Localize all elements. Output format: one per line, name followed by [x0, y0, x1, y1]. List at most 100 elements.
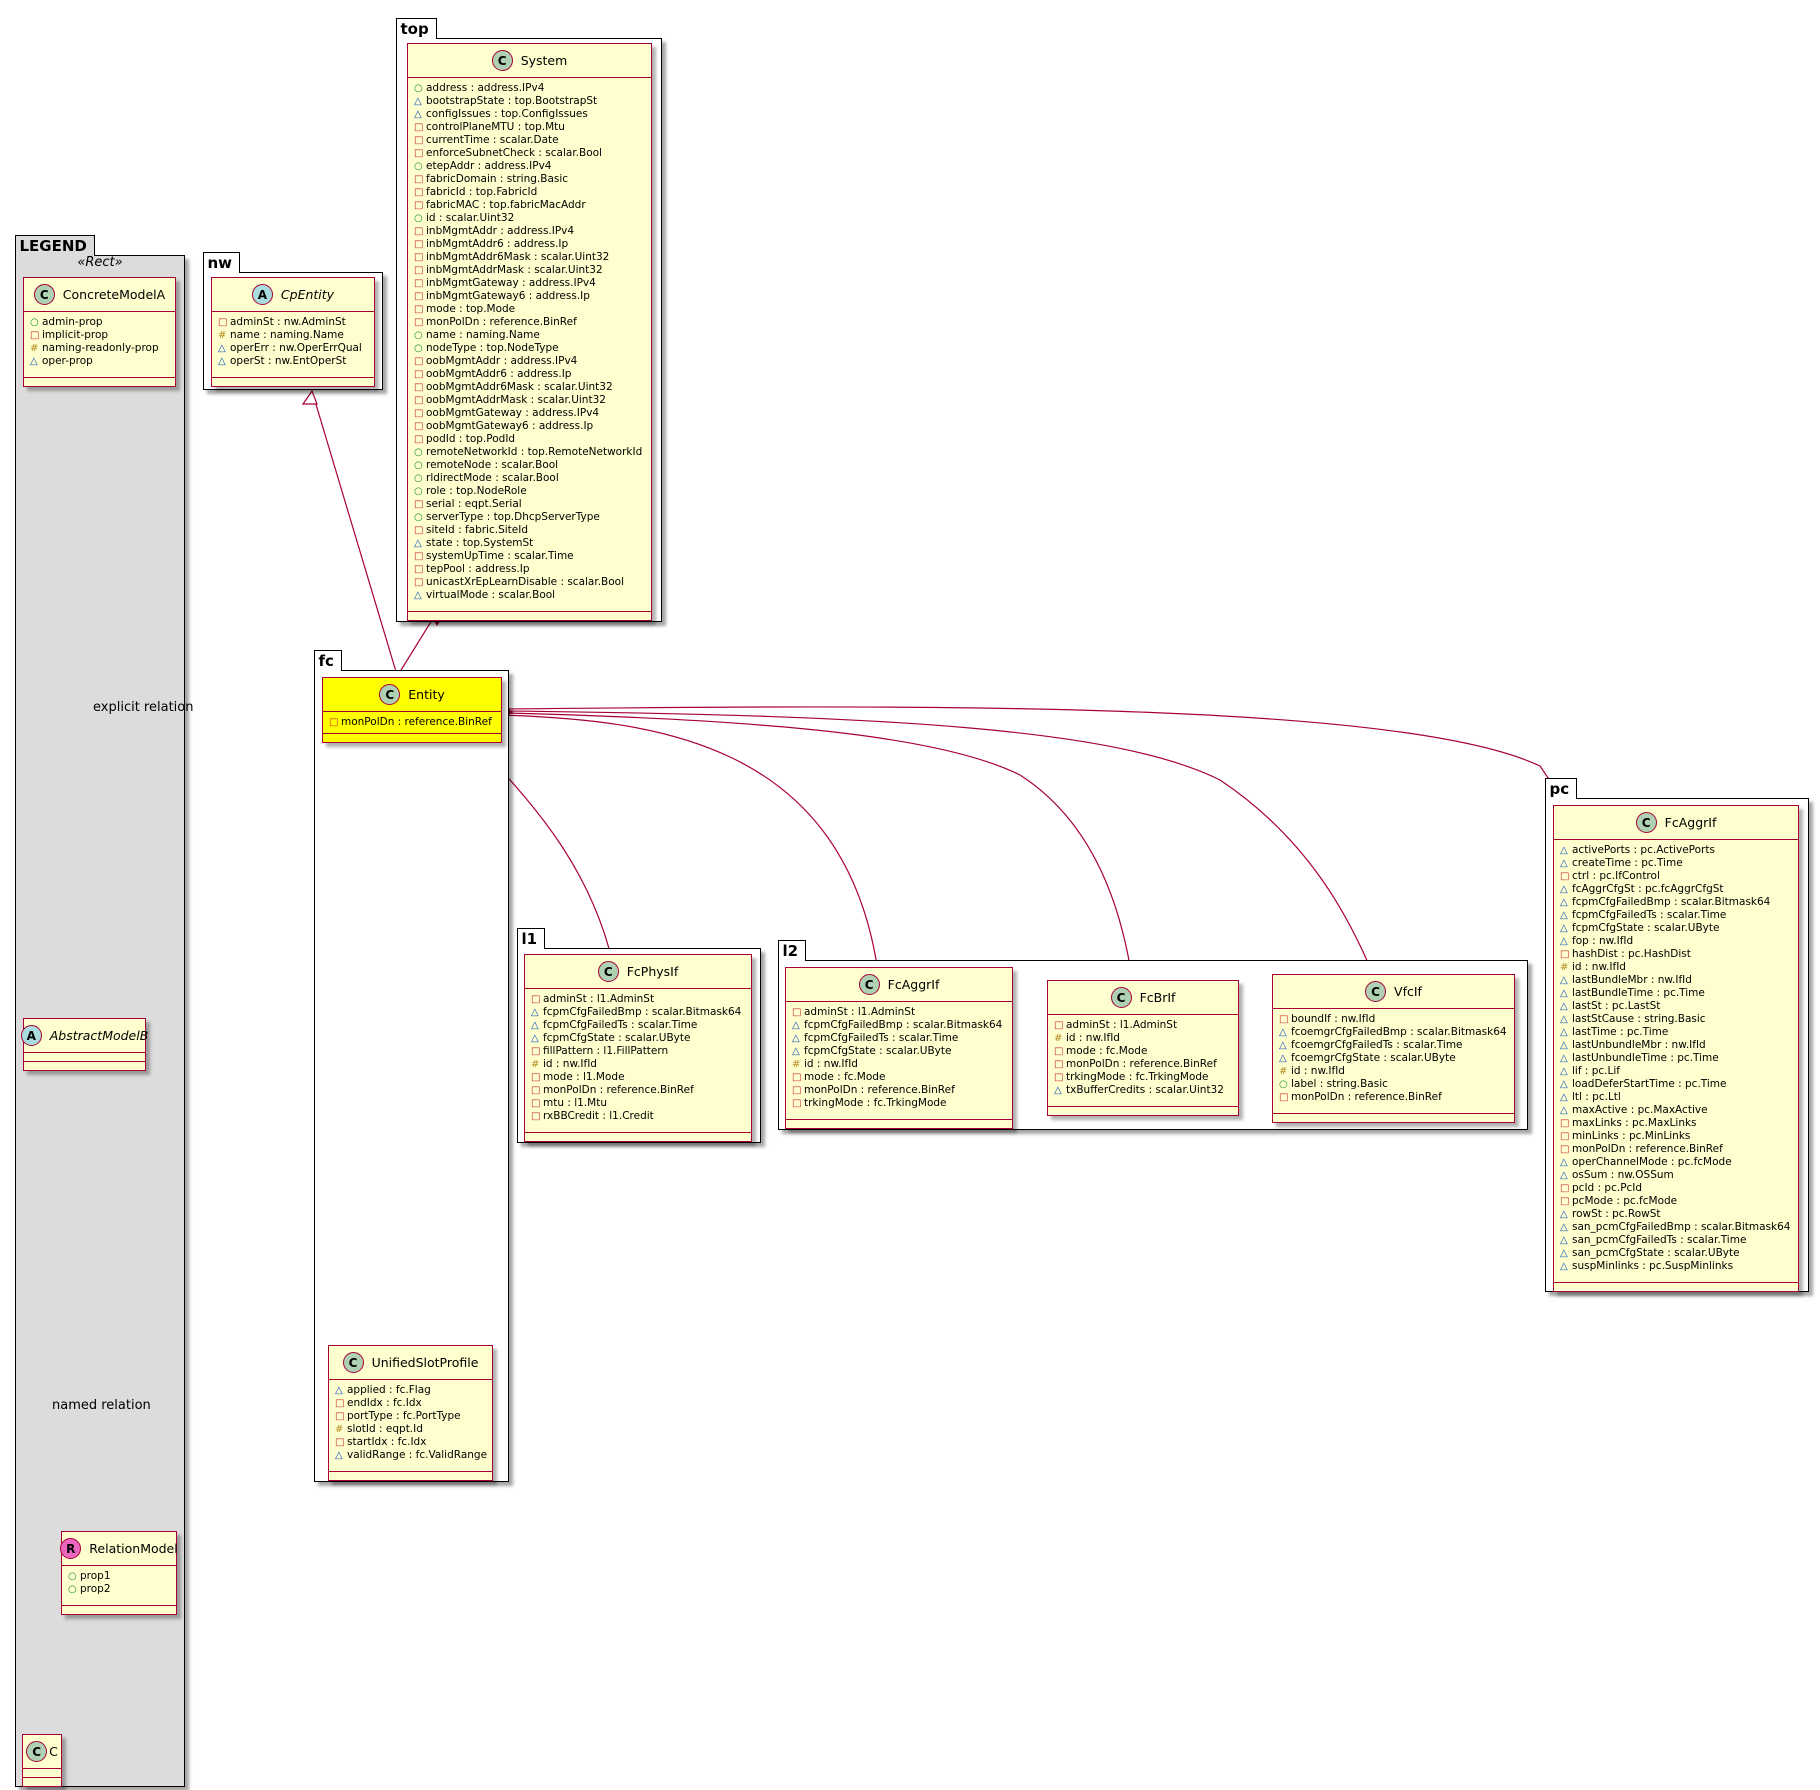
attribute-text: fcpmCfgFailedBmp : scalar.Bitmask64	[804, 1019, 1003, 1031]
c-class[interactable]: C C	[22, 1734, 62, 1787]
attribute-row: □boundIf : nw.IfId	[1279, 1013, 1508, 1026]
entity-vfcif-line	[501, 710, 1373, 973]
entity-class[interactable]: C Entity □monPolDn : reference.BinRef	[322, 677, 502, 743]
attribute-text: mode : top.Mode	[426, 303, 516, 315]
visibility-icon: □	[414, 265, 424, 276]
visibility-icon: △	[1560, 1079, 1568, 1090]
attribute-text: slotId : eqpt.Id	[347, 1423, 423, 1435]
relation-model-class[interactable]: R RelationModel ○prop1○prop2	[60, 1531, 178, 1615]
attribute-text: inbMgmtGateway6 : address.Ip	[426, 290, 590, 302]
attribute-row: □currentTime : scalar.Date	[414, 134, 645, 147]
attribute-text: label : string.Basic	[1291, 1078, 1388, 1090]
attribute-row: ○remoteNode : scalar.Bool	[414, 459, 645, 472]
attribute-text: serial : eqpt.Serial	[426, 498, 522, 510]
attribute-row: □unicastXrEpLearnDisable : scalar.Bool	[414, 576, 645, 589]
attribute-row: □serial : eqpt.Serial	[414, 498, 645, 511]
attribute-text: san_pcmCfgFailedTs : scalar.Time	[1572, 1234, 1747, 1246]
visibility-icon: △	[1560, 988, 1568, 999]
visibility-icon: △	[792, 1020, 800, 1031]
unified-slot-profile-class[interactable]: C UnifiedSlotProfile △applied : fc.Flag□…	[328, 1345, 493, 1481]
attribute-text: serverType : top.DhcpServerType	[426, 511, 600, 523]
attribute-row: □ctrl : pc.IfControl	[1560, 870, 1792, 883]
class-c-icon: C	[342, 1352, 364, 1373]
visibility-icon: □	[1560, 1183, 1570, 1194]
attribute-text: monPolDn : reference.BinRef	[543, 1084, 694, 1096]
attribute-text: pcMode : pc.fcMode	[1572, 1195, 1678, 1207]
method-compartment	[329, 1472, 492, 1480]
attribute-text: bootstrapState : top.BootstrapSt	[426, 95, 598, 107]
class-name: System	[520, 53, 568, 68]
visibility-icon: □	[414, 187, 424, 198]
attribute-list: △activePorts : pc.ActivePorts△createTime…	[1554, 840, 1798, 1283]
visibility-icon: □	[414, 148, 424, 159]
attribute-text: rldirectMode : scalar.Bool	[426, 472, 559, 484]
abstract-model-class[interactable]: A AbstractModelB	[20, 1018, 148, 1071]
attribute-row: □oobMgmtGateway6 : address.Ip	[414, 420, 645, 433]
attribute-row: □inbMgmtAddrMask : scalar.Uint32	[414, 264, 645, 277]
class-c-icon: C	[1635, 812, 1657, 833]
attribute-text: fcpmCfgFailedTs : scalar.Time	[804, 1032, 959, 1044]
fcphysif-class[interactable]: C FcPhysIf □adminSt : l1.AdminSt△fcpmCfg…	[524, 954, 752, 1142]
attribute-text: lastUnbundleTime : pc.Time	[1572, 1052, 1719, 1064]
attribute-text: applied : fc.Flag	[347, 1384, 431, 1396]
attribute-text: fcoemgrCfgState : scalar.UByte	[1291, 1052, 1456, 1064]
visibility-icon: □	[792, 1085, 802, 1096]
class-c-icon: C	[26, 1741, 48, 1762]
pc-fcaggrif-class[interactable]: C FcAggrIf △activePorts : pc.ActivePorts…	[1553, 805, 1799, 1292]
attribute-row: □fillPattern : l1.FillPattern	[531, 1045, 745, 1058]
visibility-icon: △	[1560, 1053, 1568, 1064]
attribute-row: ○rldirectMode : scalar.Bool	[414, 472, 645, 485]
class-header: A AbstractModelB	[20, 1019, 148, 1053]
visibility-icon: △	[218, 343, 226, 354]
attribute-row: △san_pcmCfgFailedBmp : scalar.Bitmask64	[1560, 1221, 1792, 1234]
attribute-row: ○serverType : top.DhcpServerType	[414, 511, 645, 524]
entity-pc-fcaggrif-line	[501, 706, 1568, 807]
attribute-row: □mode : fc.Mode	[1054, 1045, 1232, 1058]
attribute-row: □monPolDn : reference.BinRef	[1279, 1091, 1508, 1104]
attribute-text: controlPlaneMTU : top.Mtu	[426, 121, 565, 133]
visibility-icon: △	[1560, 910, 1568, 921]
attribute-row: □systemUpTime : scalar.Time	[414, 550, 645, 563]
attribute-text: fcpmCfgFailedTs : scalar.Time	[1572, 909, 1727, 921]
attribute-row: □pcMode : pc.fcMode	[1560, 1195, 1792, 1208]
attribute-text: mode : l1.Mode	[543, 1071, 625, 1083]
attribute-row: △san_pcmCfgState : scalar.UByte	[1560, 1247, 1792, 1260]
attribute-text: address : address.IPv4	[426, 82, 545, 94]
attribute-row: □inbMgmtAddr6 : address.Ip	[414, 238, 645, 251]
entity-l2-fcaggrif-line	[501, 714, 878, 966]
attribute-text: operChannelMode : pc.fcMode	[1572, 1156, 1732, 1168]
attribute-text: fcoemgrCfgFailedTs : scalar.Time	[1291, 1039, 1463, 1051]
vfcif-class[interactable]: C VfcIf □boundIf : nw.IfId△fcoemgrCfgFai…	[1272, 974, 1515, 1123]
system-class[interactable]: C System ○address : address.IPv4△bootstr…	[407, 43, 652, 621]
l2-fcaggrif-class[interactable]: C FcAggrIf □adminSt : l1.AdminSt△fcpmCfg…	[785, 967, 1013, 1129]
visibility-icon: △	[335, 1385, 343, 1396]
package-name: top	[395, 18, 437, 39]
abstract-a-icon: A	[251, 284, 273, 305]
class-header: R RelationModel	[60, 1532, 178, 1566]
visibility-icon: ○	[414, 343, 423, 354]
fcbrif-class[interactable]: C FcBrIf □adminSt : l1.AdminSt#id : nw.I…	[1047, 980, 1239, 1116]
attribute-row: ○role : top.NodeRole	[414, 485, 645, 498]
attribute-text: adminSt : nw.AdminSt	[230, 316, 346, 328]
visibility-icon: △	[1279, 1040, 1287, 1051]
class-c-icon: C	[1110, 987, 1132, 1008]
attribute-row: □implicit-prop	[30, 329, 169, 342]
visibility-icon: △	[1560, 1235, 1568, 1246]
attribute-row: △lastBundleMbr : nw.IfId	[1560, 974, 1792, 987]
attribute-text: fcoemgrCfgFailedBmp : scalar.Bitmask64	[1291, 1026, 1507, 1038]
attribute-text: inbMgmtAddr6Mask : scalar.Uint32	[426, 251, 610, 263]
attribute-row: □monPolDn : reference.BinRef	[414, 316, 645, 329]
class-header: C FcAggrIf	[1554, 806, 1798, 840]
attribute-text: naming-readonly-prop	[42, 342, 159, 354]
concrete-model-class[interactable]: C ConcreteModelA ○admin-prop□implicit-pr…	[23, 277, 176, 387]
cpentity-class[interactable]: A CpEntity □adminSt : nw.AdminSt#name : …	[211, 277, 375, 387]
visibility-icon: □	[1560, 1118, 1570, 1129]
visibility-icon: □	[531, 1085, 541, 1096]
attribute-text: boundIf : nw.IfId	[1291, 1013, 1376, 1025]
attribute-text: unicastXrEpLearnDisable : scalar.Bool	[426, 576, 625, 588]
attribute-row: ○address : address.IPv4	[414, 82, 645, 95]
visibility-icon: □	[30, 330, 40, 341]
attribute-row: △lastStCause : string.Basic	[1560, 1013, 1792, 1026]
relation-r-icon: R	[60, 1538, 82, 1559]
attribute-list: □boundIf : nw.IfId △ fcoemgrCfgFailedBmp :…	[1273, 1009, 1514, 1114]
